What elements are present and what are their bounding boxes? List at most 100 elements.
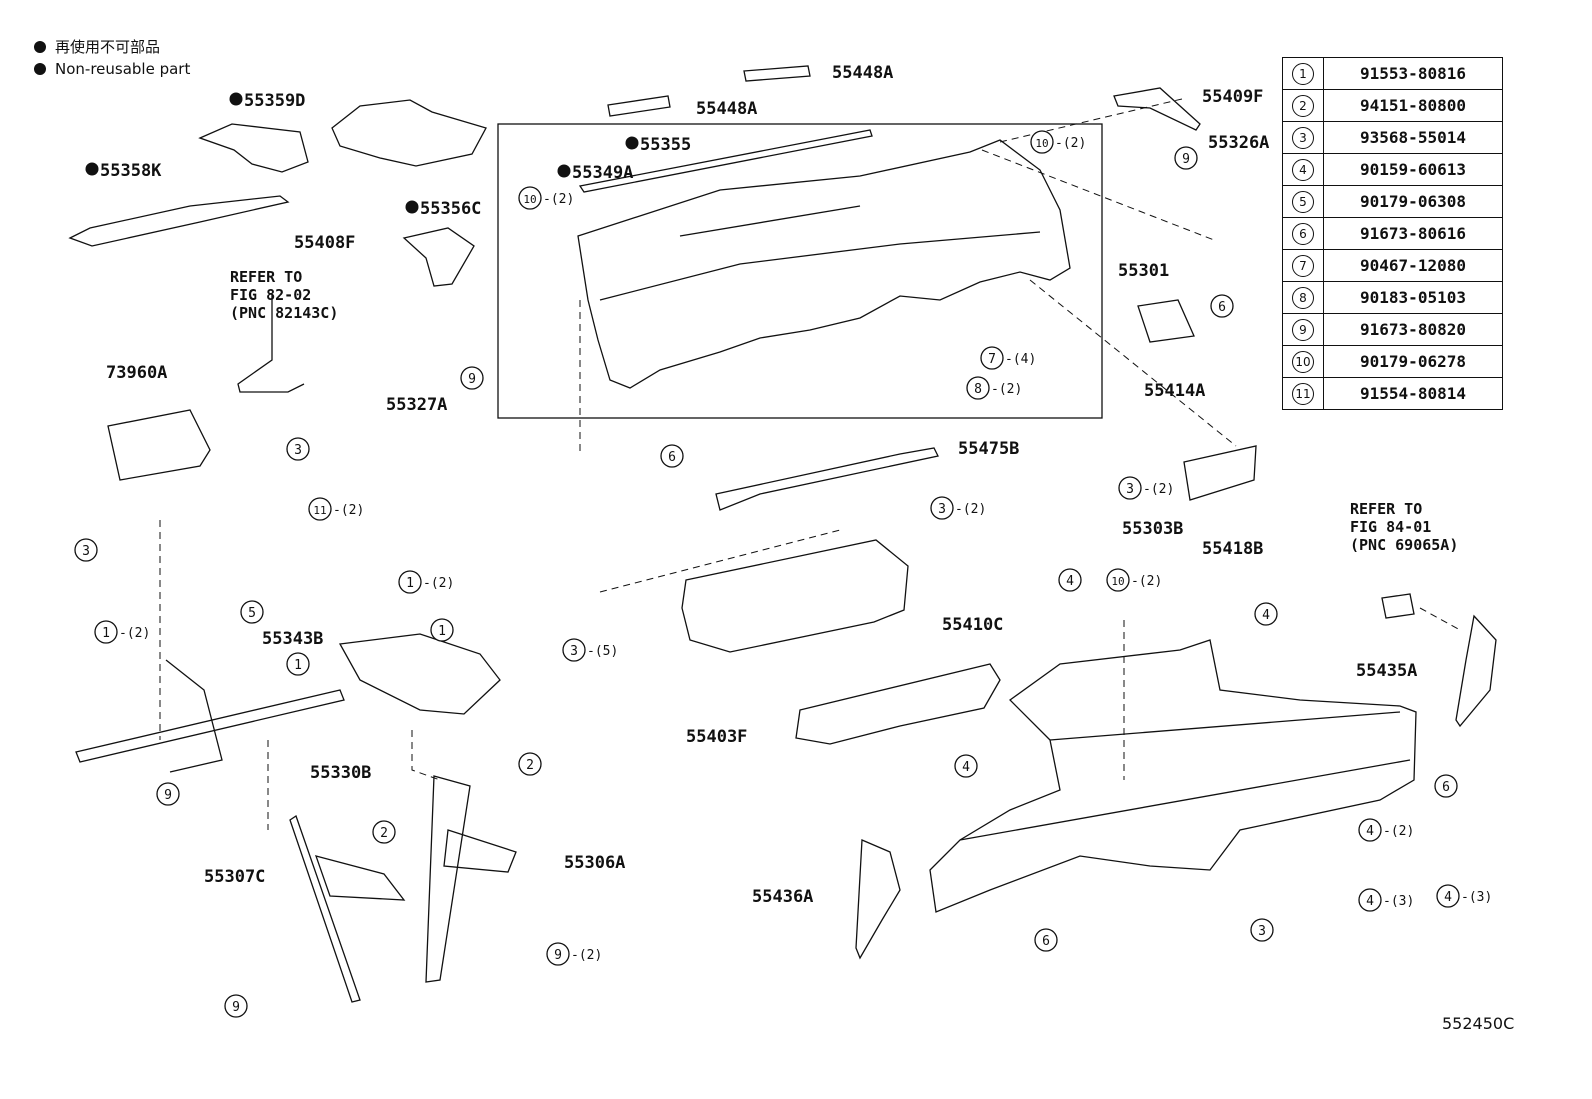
callout-c6-low: 6 (1434, 774, 1458, 798)
callout-quantity: -(2) (119, 626, 150, 641)
callout-circle (518, 752, 542, 776)
label-layer: 55448A55448A55409F55326A55359D55358K5535… (85, 63, 1417, 907)
guide-line (1419, 607, 1461, 631)
callout-circle (954, 754, 978, 778)
part-label-55326a: 55326A (1208, 133, 1269, 153)
legend-row-en: Non-reusable part (34, 58, 190, 80)
guide-line (1029, 279, 1237, 447)
non-reusable-bullet-icon (557, 164, 571, 178)
part-label-55448a_2: 55448A (696, 99, 757, 119)
non-reusable-bullet-icon (229, 92, 243, 106)
brace-55307c-plate (314, 855, 406, 901)
bezel-55414a (1137, 299, 1195, 343)
callout-number: 11 (313, 504, 326, 517)
frame-55303b (929, 639, 1417, 913)
cover-55408f (402, 227, 475, 287)
trim-55448a-upper (743, 65, 811, 82)
callout-quantity: -(2) (991, 382, 1022, 397)
callout-number: 4 (1444, 890, 1452, 905)
callout-quantity: -(2) (423, 576, 454, 591)
callout-quantity: -(2) (1383, 824, 1414, 839)
ref-number: 9 (1292, 318, 1314, 341)
frame-crossbar (959, 759, 1411, 841)
callout-number: 3 (294, 443, 302, 458)
callout-circle (286, 437, 310, 461)
callout-number: 7 (988, 352, 996, 367)
defroster-strip-55355 (578, 129, 873, 193)
callout-circle (74, 538, 98, 562)
part-label-55306a: 55306A (564, 853, 625, 873)
callout-number: 5 (248, 606, 256, 621)
ref-number-cell: 4 (1282, 153, 1324, 186)
callout-c8: 8 -(2) (966, 376, 1022, 400)
part-number: 90179-06278 (1323, 345, 1503, 378)
callout-c3-410: 3-(5) (562, 638, 618, 662)
pad-55358k (68, 195, 290, 247)
part-number: 91554-80814 (1323, 377, 1503, 410)
garnish-55418b (1183, 445, 1257, 501)
callout-number: 6 (668, 450, 676, 465)
refer-note-text: (PNC 82143C) (230, 304, 338, 322)
refer-note-text: (PNC 69065A) (1350, 536, 1458, 554)
callout-number: 9 (468, 372, 476, 387)
callout-number: 4 (1262, 608, 1270, 623)
callout-circle (518, 186, 542, 210)
callout-number: 10 (1035, 137, 1048, 150)
ref-number: 2 (1292, 94, 1314, 117)
callout-number: 2 (380, 826, 388, 841)
callout-c1-top: 1-(2) (398, 570, 454, 594)
callout-c6-bottom: 6 (1034, 928, 1058, 952)
callout-number: 8 (974, 382, 982, 397)
part-label-55418b: 55418B (1202, 539, 1263, 559)
callout-circle (660, 444, 684, 468)
callout-circle (430, 618, 454, 642)
cover-55409f (1113, 87, 1201, 131)
guide-line (599, 529, 841, 593)
callout-c7: 7-(4) (980, 346, 1036, 370)
bullet-icon (34, 41, 46, 53)
callout-number: 1 (438, 624, 446, 639)
callout-quantity: -(2) (571, 948, 602, 963)
ref-number: 7 (1292, 254, 1314, 277)
callout-quantity: -(2) (1131, 574, 1162, 589)
ref-number-cell: 3 (1282, 121, 1324, 154)
part-label-55359d: 55359D (244, 91, 305, 111)
callout-number: 4 (1366, 894, 1374, 909)
callout-circle (1434, 774, 1458, 798)
guide-line (999, 97, 1187, 143)
callout-number: 2 (526, 758, 534, 773)
trim-55448a-lower (607, 95, 671, 117)
callout-c9-low: 9 (156, 782, 180, 806)
callout-number: 4 (1366, 824, 1374, 839)
refer-note-text: REFER TO (230, 268, 302, 286)
callout-circle (224, 994, 248, 1018)
callout-number: 10 (523, 193, 536, 206)
part-number: 91673-80616 (1323, 217, 1503, 250)
part-label-55414a: 55414A (1144, 381, 1205, 401)
brace-55306a-plate (443, 829, 517, 873)
callout-c4-b: 4 (1254, 602, 1278, 626)
callout-number: 10 (1111, 575, 1124, 588)
airbag-73960a (107, 409, 211, 481)
ref-number-cell: 6 (1282, 217, 1324, 250)
ref-number: 4 (1292, 158, 1314, 181)
part-label-55327a: 55327A (386, 395, 447, 415)
callout-circle (562, 638, 586, 662)
reinforcement-bracket-right (338, 633, 501, 715)
panel-inner-line (599, 231, 1041, 301)
switch-69065a (1381, 593, 1415, 619)
frame-upper-rail (1049, 711, 1401, 741)
callout-c3-airbag: 3 (286, 437, 310, 461)
callout-circle (398, 570, 422, 594)
harness (237, 294, 305, 393)
ref-number: 5 (1292, 190, 1314, 213)
callout-quantity: -(2) (955, 502, 986, 517)
callout-c6-right: 6 (1210, 294, 1234, 318)
